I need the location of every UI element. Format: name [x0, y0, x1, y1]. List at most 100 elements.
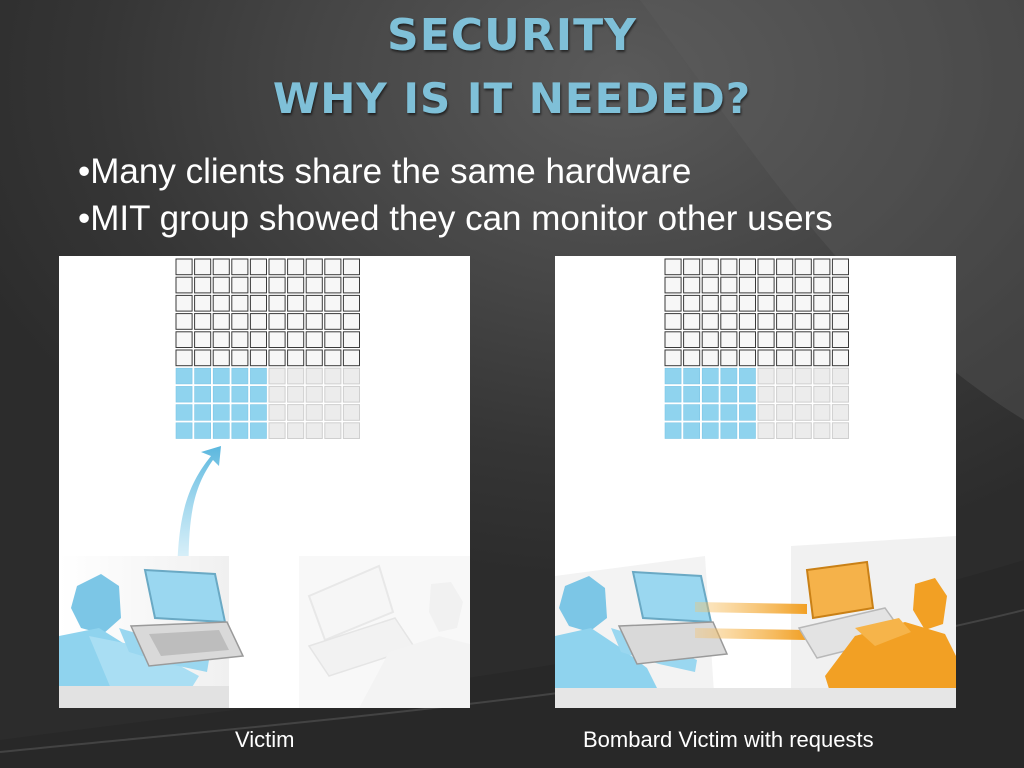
- grid-cell: [212, 386, 230, 403]
- grid-cell: [831, 404, 849, 421]
- bullet-list: •Many clients share the same hardware •M…: [78, 148, 978, 242]
- grid-cell: [813, 349, 831, 367]
- grid-cell: [794, 349, 812, 367]
- grid-cell: [794, 367, 812, 385]
- other-user-faded: [299, 556, 470, 708]
- grid-cell: [701, 331, 719, 349]
- grid-cell: [831, 331, 849, 349]
- grid-cell: [738, 313, 756, 330]
- grid-cell: [231, 331, 249, 349]
- grid-cell: [813, 258, 831, 276]
- grid-cell: [268, 294, 286, 312]
- grid-cell: [342, 367, 360, 385]
- grid-cell: [231, 386, 249, 403]
- grid-cell: [776, 331, 794, 349]
- grid-cell: [287, 331, 305, 349]
- grid-cell: [324, 313, 342, 330]
- grid-cell: [175, 313, 193, 330]
- grid-cell: [701, 404, 719, 421]
- grid-cell: [287, 276, 305, 294]
- grid-cell: [212, 367, 230, 385]
- grid-cell: [794, 422, 812, 440]
- grid-cell: [813, 331, 831, 349]
- grid-cell: [342, 422, 360, 440]
- victim-laptop: [129, 568, 245, 667]
- victim-caption: Victim: [235, 727, 295, 752]
- grid-cell: [683, 258, 701, 276]
- grid-cell: [249, 349, 267, 367]
- grid-cell: [683, 404, 701, 421]
- grid-cell: [664, 313, 682, 330]
- grid-cell: [268, 385, 286, 403]
- grid-cell: [701, 276, 719, 294]
- grid-cell: [287, 367, 305, 385]
- grid-cell: [324, 349, 342, 367]
- grid-cell: [342, 349, 360, 367]
- grid-cell: [776, 276, 794, 294]
- grid-cell: [701, 313, 719, 330]
- attack-figure: [555, 256, 956, 708]
- grid-cell: [757, 294, 775, 312]
- grid-cell: [175, 404, 193, 421]
- grid-cell: [794, 294, 812, 312]
- grid-cell: [757, 367, 775, 385]
- grid-cell: [194, 294, 212, 312]
- grid-cell: [305, 404, 323, 421]
- grid-cell: [175, 349, 193, 367]
- grid-cell: [231, 349, 249, 367]
- grid-cell: [231, 294, 249, 312]
- grid-cell: [324, 385, 342, 403]
- grid-cell: [194, 367, 212, 385]
- grid-cell: [342, 276, 360, 294]
- grid-cell: [175, 276, 193, 294]
- grid-cell: [305, 422, 323, 440]
- grid-cell: [305, 294, 323, 312]
- victim-figure: [59, 256, 470, 708]
- grid-cell: [683, 276, 701, 294]
- grid-cell: [683, 331, 701, 349]
- grid-cell: [720, 276, 738, 294]
- grid-cell: [324, 331, 342, 349]
- grid-cell: [831, 294, 849, 312]
- grid-cell: [757, 258, 775, 276]
- request-beam: [695, 628, 807, 640]
- grid-cell: [757, 276, 775, 294]
- grid-cell: [701, 349, 719, 367]
- grid-cell: [794, 331, 812, 349]
- grid-cell: [305, 349, 323, 367]
- grid-cell: [664, 258, 682, 276]
- grid-cell: [324, 422, 342, 440]
- grid-cell: [757, 349, 775, 367]
- grid-cell: [831, 258, 849, 276]
- grid-cell: [287, 313, 305, 330]
- grid-cell: [757, 331, 775, 349]
- grid-cell: [831, 385, 849, 403]
- grid-cell: [249, 276, 267, 294]
- grid-cell: [720, 422, 738, 439]
- server-grid: [664, 258, 849, 440]
- grid-cell: [720, 386, 738, 403]
- grid-cell: [831, 276, 849, 294]
- bullet-item: •Many clients share the same hardware: [78, 152, 692, 191]
- grid-cell: [231, 276, 249, 294]
- grid-cell: [231, 258, 249, 276]
- grid-cell: [720, 367, 738, 385]
- grid-cell: [776, 294, 794, 312]
- grid-cell: [287, 385, 305, 403]
- grid-cell: [794, 313, 812, 330]
- grid-cell: [175, 386, 193, 403]
- grid-cell: [720, 313, 738, 330]
- grid-cell: [268, 276, 286, 294]
- grid-cell: [249, 331, 267, 349]
- grid-cell: [757, 422, 775, 440]
- grid-cell: [268, 331, 286, 349]
- grid-cell: [250, 422, 267, 439]
- grid-cell: [212, 258, 230, 276]
- grid-cell: [268, 422, 286, 440]
- grid-cell: [194, 313, 212, 330]
- grid-cell: [720, 404, 738, 421]
- grid-cell: [249, 294, 267, 312]
- grid-cell: [212, 422, 230, 439]
- grid-cell: [831, 313, 849, 330]
